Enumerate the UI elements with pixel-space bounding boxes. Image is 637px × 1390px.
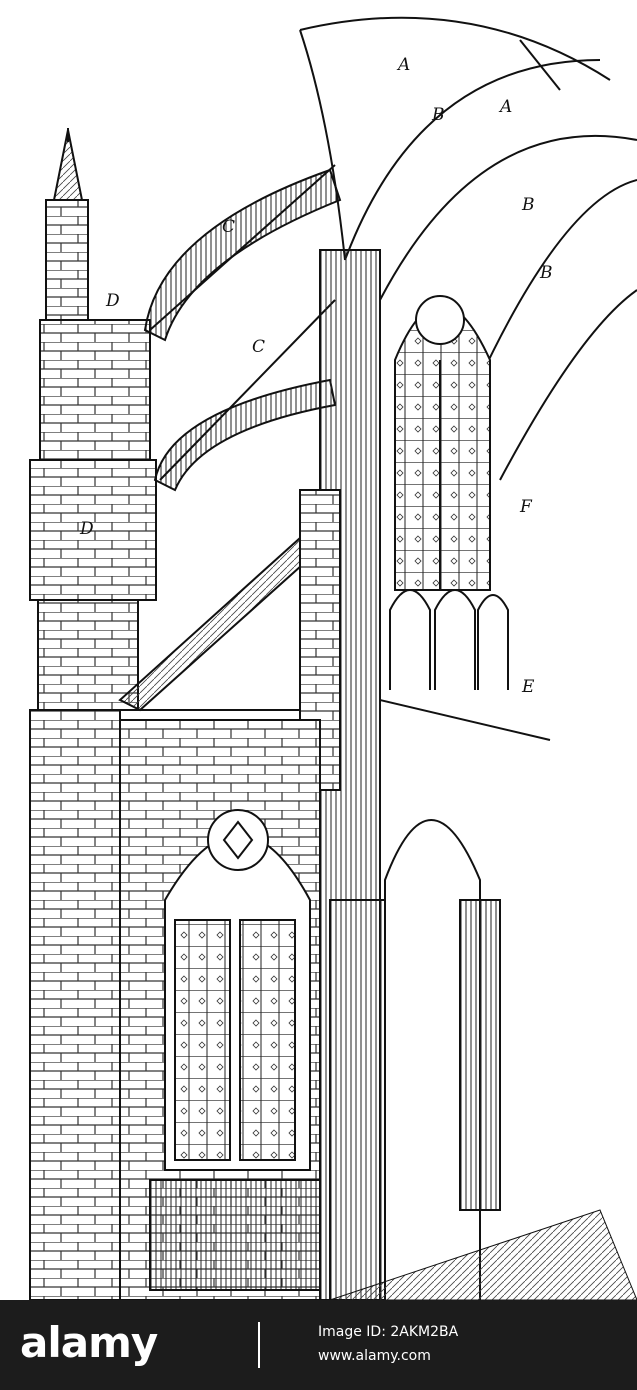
- flying-buttresses: [143, 164, 342, 492]
- floor: [329, 1209, 637, 1300]
- label-b-middle: B: [521, 195, 535, 215]
- footer-divider: [258, 1322, 260, 1368]
- label-a-lower: A: [498, 97, 512, 117]
- label-c-lower: C: [252, 337, 265, 357]
- label-b-upper: B: [431, 105, 445, 125]
- label-b-lower: B: [539, 263, 553, 283]
- triforium-arcade: [379, 589, 551, 741]
- cathedral-cross-section-diagram: A A B B B C C D D E F: [29, 16, 637, 1300]
- main-arcade: [329, 819, 501, 1300]
- buttress-tower: [29, 128, 157, 1300]
- label-f: F: [519, 497, 533, 517]
- brand-logo: alamy: [20, 1318, 158, 1367]
- nave-vault: [299, 16, 637, 481]
- watermark-footer: alamy Image ID: 2AKM2BA www.alamy.com: [0, 1300, 637, 1390]
- label-c-upper: C: [222, 217, 235, 237]
- image-id-text: Image ID: 2AKM2BA: [318, 1324, 459, 1340]
- label-a-upper: A: [396, 55, 410, 75]
- clerestory-window: [394, 295, 491, 591]
- label-d-lower: D: [79, 519, 94, 539]
- label-e: E: [521, 677, 535, 697]
- aisle-wall: [119, 719, 321, 1300]
- site-url-text: www.alamy.com: [318, 1348, 431, 1364]
- label-d-upper: D: [105, 291, 120, 311]
